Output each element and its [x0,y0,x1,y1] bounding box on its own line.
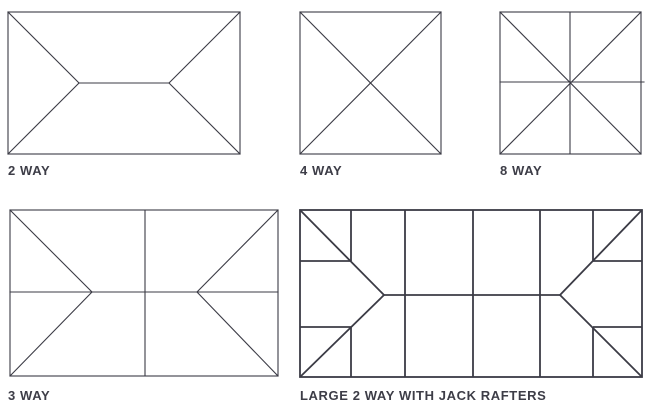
caption-2-way: 2 WAY [8,163,51,178]
hip-line [168,82,241,155]
roof-outline [299,209,643,378]
hip-line [9,209,93,293]
hip-line [196,291,279,377]
hip-line [299,294,385,378]
hip-line [7,82,80,155]
hip-line [299,209,385,296]
hip-line [9,291,93,377]
hip-line [559,209,643,296]
hip-line [559,294,643,378]
hip-line [196,209,279,293]
roof-outline [299,11,442,155]
hip-line [299,11,442,155]
caption-3-way: 3 WAY [8,388,51,403]
caption-4-way: 4 WAY [300,163,343,178]
caption-large-2-way-jack-rafters: LARGE 2 WAY WITH JACK RAFTERS [300,388,547,403]
caption-8-way: 8 WAY [500,163,543,178]
roof-outline [7,11,241,155]
hip-line [168,11,241,84]
roof-outline [9,209,279,377]
hip-line [7,11,80,84]
